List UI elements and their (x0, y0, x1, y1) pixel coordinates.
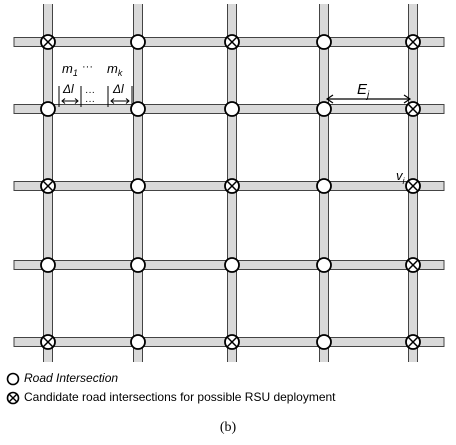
candidate-intersection (405, 334, 421, 350)
candidate-intersection (40, 34, 56, 50)
road-intersection (130, 334, 146, 350)
road-intersection (130, 101, 146, 117)
road-intersection (316, 257, 332, 273)
road-intersection (130, 34, 146, 50)
road-intersection (316, 101, 332, 117)
m-ellipsis: ··· (82, 61, 93, 73)
road-intersection (224, 257, 240, 273)
candidate-intersection (224, 178, 240, 194)
candidate-intersection (40, 178, 56, 194)
edge-label: Ej (357, 81, 370, 101)
segment-annotation: m1 ··· mk Δl Δl ··· ··· (58, 61, 133, 107)
road-intersection (316, 178, 332, 194)
candidate-intersection (405, 34, 421, 50)
delta-l-label-2: Δl (112, 82, 124, 96)
legend-road-intersection: Road Intersection (6, 371, 118, 386)
candidate-intersection (224, 334, 240, 350)
candidate-intersection (405, 178, 421, 194)
delta-l-label-1: Δl (62, 82, 74, 96)
mk-label: mk (107, 61, 123, 78)
edge-arrow (325, 94, 412, 104)
legend-road-intersection-text: Road Intersection (24, 371, 119, 385)
figure-caption: (b) (219, 420, 237, 435)
intersection-nodes (40, 34, 421, 350)
candidate-intersection (40, 334, 56, 350)
delta-ellipsis-2: ··· (85, 96, 95, 107)
road-intersection (130, 257, 146, 273)
road-intersection (224, 101, 240, 117)
road-intersection (40, 257, 56, 273)
candidate-intersection (405, 257, 421, 273)
road-intersection (316, 334, 332, 350)
road-intersection (130, 178, 146, 194)
road-intersection (316, 34, 332, 50)
legend-candidate: Candidate road intersections for possibl… (6, 390, 336, 405)
open-circle-icon (6, 372, 20, 386)
road-intersection (40, 101, 56, 117)
delta-arrow-1 (61, 98, 79, 104)
crossed-circle-icon (6, 391, 20, 405)
delta-arrow-2 (110, 98, 130, 104)
delta-ellipsis: ··· (85, 87, 95, 98)
vertex-label: vi (396, 168, 406, 186)
m1-label: m1 (62, 61, 78, 78)
legend-candidate-text: Candidate road intersections for possibl… (24, 390, 336, 404)
candidate-intersection (405, 101, 421, 117)
candidate-intersection (224, 34, 240, 50)
edge-annotation: Ej (325, 81, 412, 104)
